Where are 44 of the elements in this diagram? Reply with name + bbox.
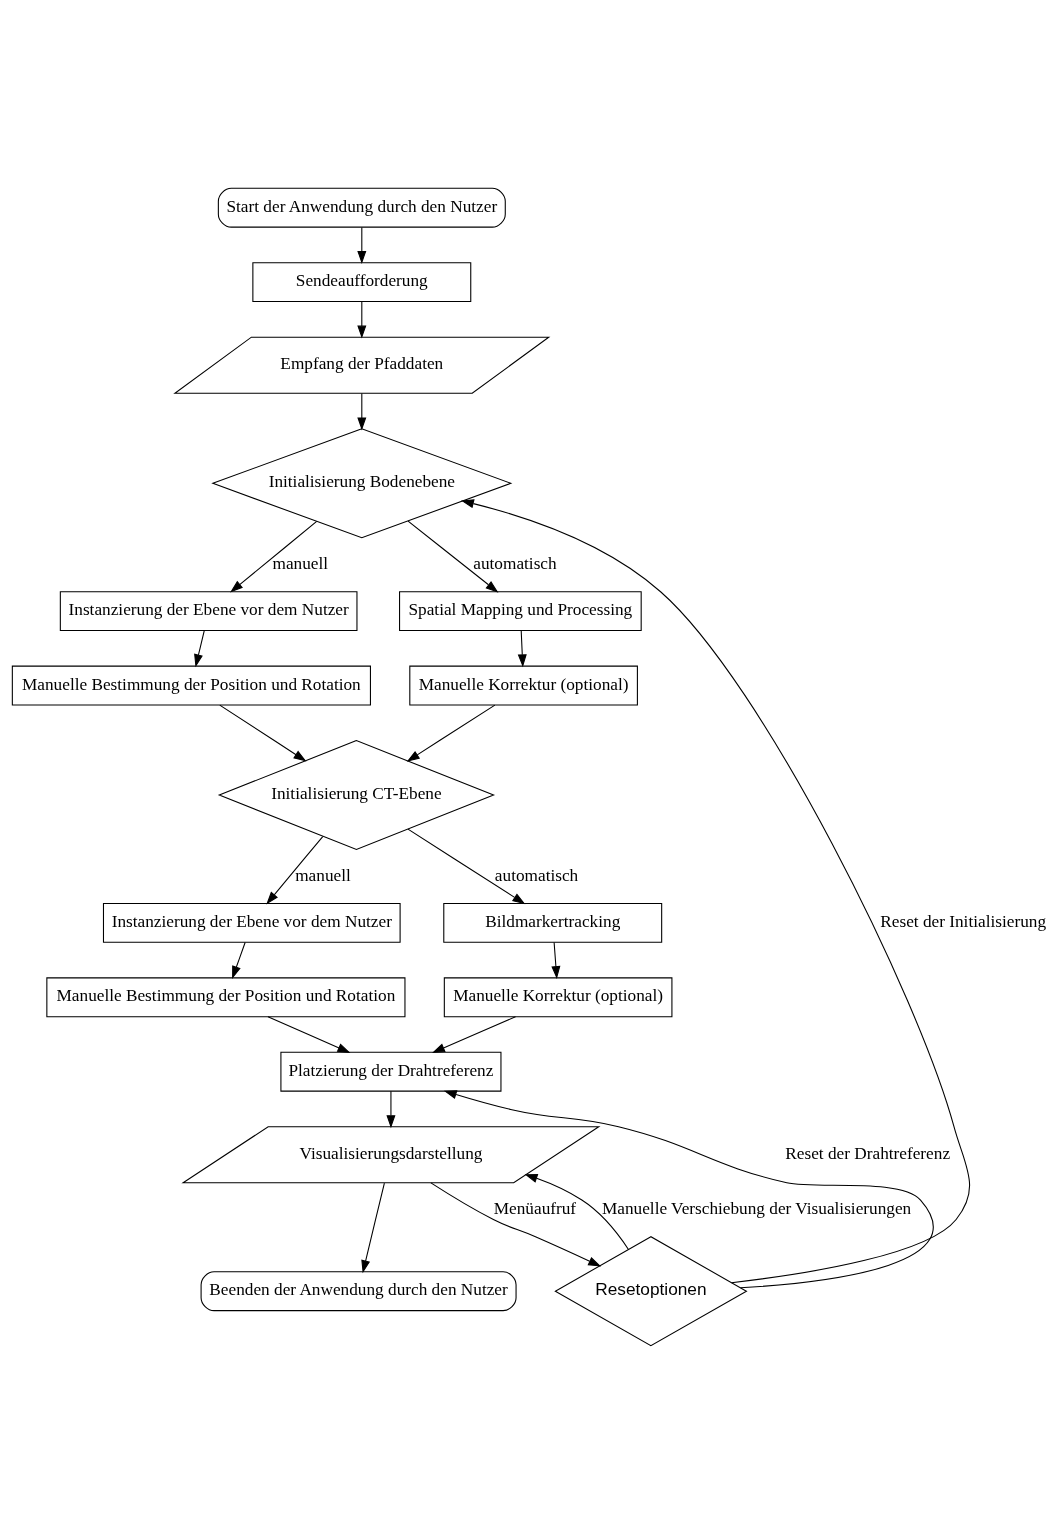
node-box: Platzierung der Drahtreferenz xyxy=(280,1051,502,1092)
arrow xyxy=(357,392,367,430)
arrow xyxy=(430,1181,602,1267)
arrow xyxy=(524,1173,629,1250)
arrow xyxy=(361,1182,385,1273)
node-diamond: Initialisierung CT-Ebene xyxy=(217,739,496,850)
arrow xyxy=(460,498,971,1283)
node-box: Instanzierung der Ebene vor dem Nutzer xyxy=(59,590,358,631)
edge-label: manuell xyxy=(272,553,329,573)
arrow xyxy=(443,1089,934,1288)
node-diamond: Initialisierung Bodenebene xyxy=(211,427,513,538)
arrow xyxy=(551,941,561,979)
node-box: Manuelle Bestimmung der Position und Rotation xyxy=(46,976,406,1017)
edge-label: automatisch xyxy=(473,553,557,573)
arrow xyxy=(407,828,526,904)
node-box: Manuelle Korrektur (optional) xyxy=(443,976,673,1017)
arrow xyxy=(407,520,499,593)
edge-label: manuell xyxy=(295,865,351,885)
edge-label: automatisch xyxy=(494,865,579,885)
node-diamond: Resetoptionen xyxy=(554,1235,748,1346)
edge-label: Manuelle Verschiebung der Visualisierungen xyxy=(601,1198,912,1218)
node-box: Manuelle Bestimmung der Position und Rotation xyxy=(11,665,371,705)
node-box: Sendeaufforderung xyxy=(252,261,472,302)
arrow xyxy=(431,1015,517,1053)
edge-label: Menüaufruf xyxy=(493,1198,577,1218)
arrow xyxy=(267,1015,351,1053)
arrow xyxy=(406,704,496,762)
node-box: Bildmarkertracking xyxy=(443,902,663,943)
arrow xyxy=(232,941,246,979)
arrow xyxy=(357,226,367,264)
arrow xyxy=(386,1090,396,1128)
arrow xyxy=(517,629,527,667)
arrow xyxy=(194,629,205,667)
node-box: Instanzierung der Ebene vor dem Nutzer xyxy=(102,902,401,943)
arrow xyxy=(230,520,318,592)
node-box: Beenden der Anwendung durch den Nutzer xyxy=(200,1270,517,1311)
node-box: Start der Anwendung durch den Nutzer xyxy=(217,187,506,228)
node-box: Manuelle Korrektur (optional) xyxy=(409,665,638,705)
edge-label: Reset der Drahtreferenz xyxy=(785,1143,951,1163)
arrow xyxy=(219,704,307,761)
node-box: Spatial Mapping und Processing xyxy=(399,590,642,631)
arrow xyxy=(266,835,324,904)
arrow xyxy=(357,300,367,339)
edge-label: Reset der Initialisierung xyxy=(880,911,1047,931)
